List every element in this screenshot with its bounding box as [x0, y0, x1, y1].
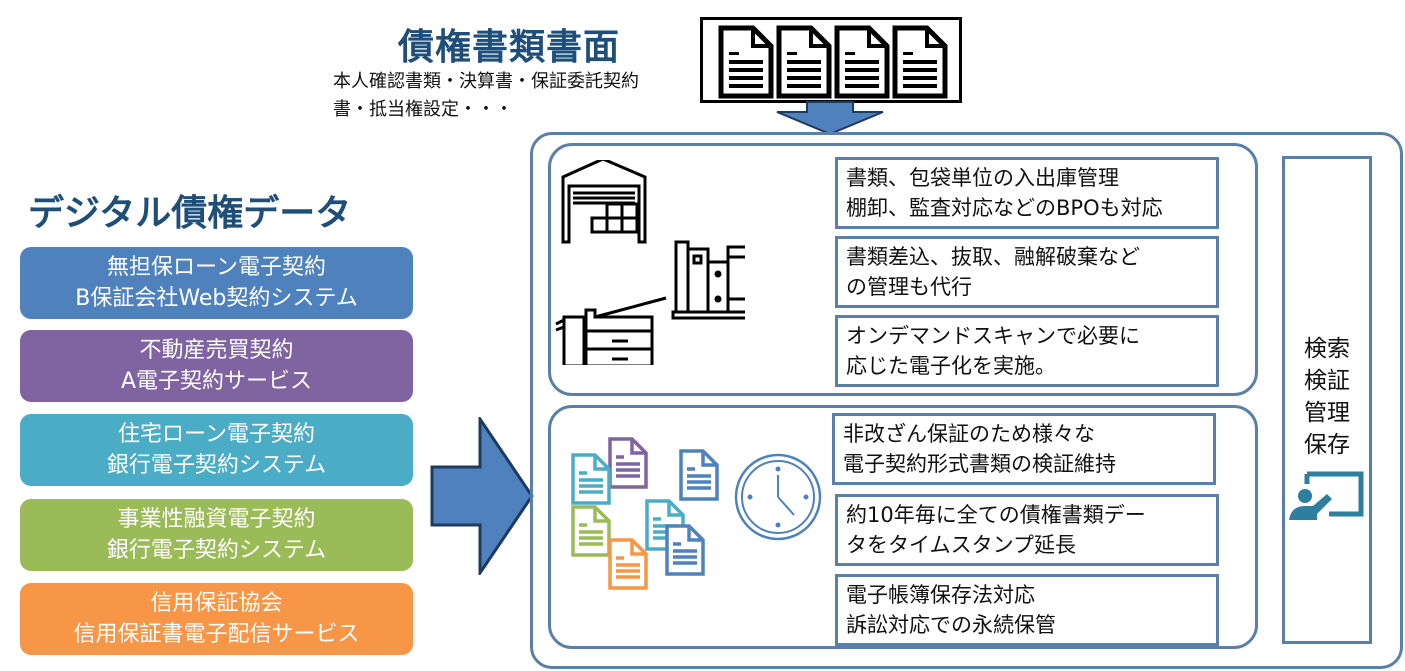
documents-cluster-icon [571, 437, 719, 590]
digital-icons [571, 437, 822, 590]
source-box-housing-loan[interactable]: 住宅ローン電子契約 銀行電子契約システム [20, 414, 413, 486]
binders-icon [671, 240, 745, 320]
feature-text: 書類、包袋単位の入出庫管理 [846, 166, 1119, 190]
paper-documents-title: 債権書類書面 [398, 27, 621, 68]
feature-text: 訴訟対応での永続保管 [846, 613, 1056, 637]
document-icon [776, 25, 832, 99]
feature-box-inventory: 書類、包袋単位の入出庫管理 棚卸、監査対応などのBPOも対応 [835, 157, 1219, 229]
source-label: 住宅ローン電子契約 [118, 422, 315, 447]
side-label: 検索 [1304, 336, 1350, 362]
presenter-icon [1289, 471, 1364, 520]
paper-documents-description: 本人確認書類・決算書・保証委託契約 書・抵当権設定・・・ [333, 68, 703, 124]
feature-box-tamper-proof: 非改ざん保証のため様々な 電子契約形式書類の検証維持 [832, 413, 1216, 485]
service-container [530, 132, 1403, 669]
source-box-real-estate[interactable]: 不動産売買契約 A電子契約サービス [20, 330, 413, 402]
description-line: 書・抵当権設定・・・ [333, 99, 513, 120]
physical-icons [555, 160, 745, 365]
source-system: B保証会社Web契約システム [75, 286, 358, 311]
source-system: 銀行電子契約システム [106, 453, 327, 478]
feature-text: 電子帳簿保存法対応 [846, 583, 1035, 607]
warehouse-icon [561, 160, 647, 244]
copier-icon [555, 296, 667, 365]
physical-storage-panel [548, 143, 1258, 396]
side-label: 管理 [1304, 400, 1350, 426]
feature-text: 非改ざん保証のため様々な [843, 422, 1095, 446]
document-icon [834, 25, 890, 99]
side-label: 検証 [1304, 368, 1350, 394]
source-system: A電子契約サービス [120, 369, 313, 394]
feature-text: 棚卸、監査対応などのBPOも対応 [846, 196, 1163, 220]
feature-text: 電子契約形式書類の検証維持 [843, 452, 1116, 476]
digital-data-title: デジタル債権データ [28, 193, 352, 234]
feature-box-document-handling: 書類差込、抜取、融解破棄など の管理も代行 [835, 236, 1219, 308]
feature-text: 書類差込、抜取、融解破棄など [846, 245, 1140, 269]
feature-box-timestamp-extension: 約10年毎に全ての債権書類デー タをタイムスタンプ延長 [835, 494, 1219, 566]
right-arrow-icon [430, 417, 534, 575]
side-label: 保存 [1304, 432, 1350, 458]
digital-storage-panel [548, 405, 1258, 649]
source-label: 不動産売買契約 [139, 338, 294, 363]
document-icon [892, 25, 948, 99]
document-icon [718, 25, 774, 99]
search-verify-labels: 検索 検証 管理 保存 [1282, 333, 1372, 461]
feature-text: 約10年毎に全ての債権書類デー [846, 503, 1146, 527]
feature-text: オンデマンドスキャンで必要に [846, 324, 1140, 348]
source-box-unsecured-loan[interactable]: 無担保ローン電子契約 B保証会社Web契約システム [20, 247, 413, 319]
feature-text: 応じた電子化を実施。 [846, 354, 1056, 378]
search-verify-panel [1282, 156, 1372, 644]
source-system: 信用保証書電子配信サービス [73, 622, 360, 647]
source-label: 事業性融資電子契約 [117, 507, 316, 532]
paper-documents-frame [700, 17, 962, 103]
documents-stack [718, 25, 948, 99]
source-box-credit-guarantee[interactable]: 信用保証協会 信用保証書電子配信サービス [20, 583, 413, 655]
source-label: 無担保ローン電子契約 [107, 255, 326, 280]
feature-box-on-demand-scan: オンデマンドスキャンで必要に 応じた電子化を実施。 [835, 315, 1219, 387]
feature-text: タをタイムスタンプ延長 [846, 533, 1076, 557]
feature-text: の管理も代行 [846, 275, 972, 299]
source-system: 銀行電子契約システム [106, 538, 327, 563]
source-label: 信用保証協会 [150, 591, 283, 616]
source-box-business-loan[interactable]: 事業性融資電子契約 銀行電子契約システム [20, 499, 413, 571]
down-arrow-icon [776, 101, 884, 135]
clock-icon [734, 453, 822, 541]
feature-box-permanent-storage: 電子帳簿保存法対応 訴訟対応での永続保管 [835, 574, 1219, 646]
description-line: 本人確認書類・決算書・保証委託契約 [333, 71, 639, 92]
